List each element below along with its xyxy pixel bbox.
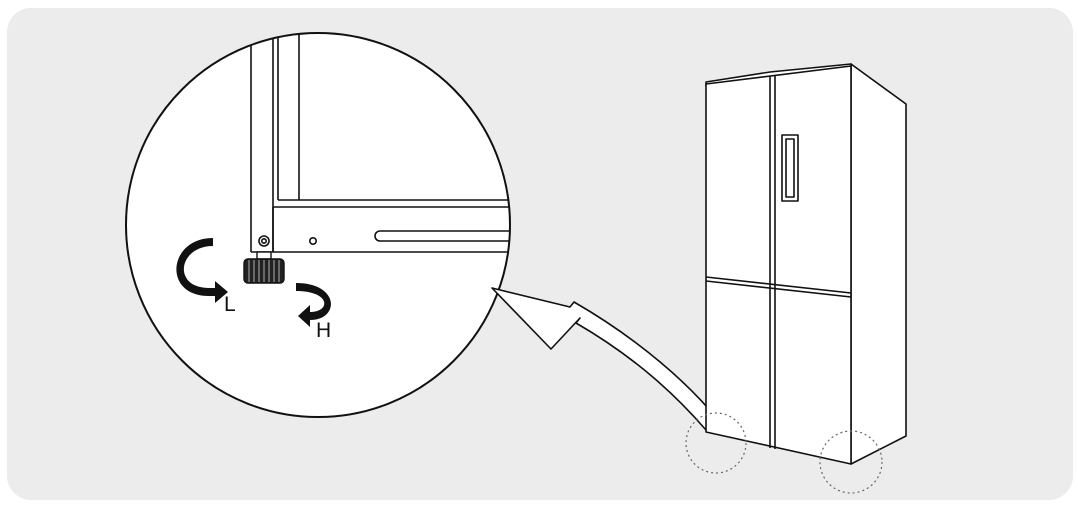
fridge-front bbox=[705, 65, 852, 465]
label-low: L bbox=[224, 293, 236, 316]
screw-hole bbox=[308, 237, 317, 246]
leveling-foot bbox=[243, 251, 285, 284]
callout-arrow bbox=[491, 287, 719, 431]
zoom-detail: L H bbox=[125, 32, 511, 418]
label-high: H bbox=[316, 319, 331, 342]
door-split-horizontal bbox=[705, 276, 852, 294]
corner-bolt bbox=[258, 235, 270, 247]
rear-foot-marker bbox=[819, 430, 883, 494]
rotate-left-arrow-icon bbox=[176, 238, 228, 303]
refrigerator bbox=[705, 63, 907, 465]
rotate-right-arrow-icon bbox=[296, 283, 331, 327]
rail-slot bbox=[374, 230, 510, 242]
fridge-side-panel bbox=[850, 63, 907, 465]
front-foot-marker bbox=[685, 412, 747, 474]
